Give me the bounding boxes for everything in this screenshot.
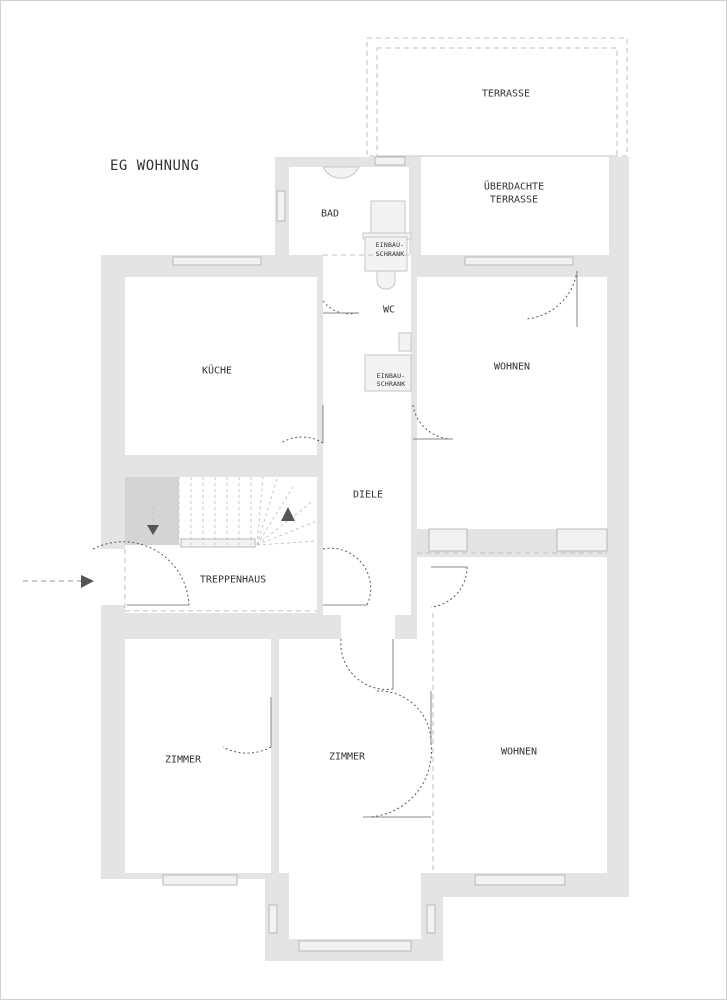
entrance-arrow-icon bbox=[81, 575, 94, 588]
stair-up-arrow-icon bbox=[281, 507, 295, 521]
plan-title: EG WOHNUNG bbox=[110, 158, 200, 174]
entrance-arrow bbox=[23, 575, 94, 588]
terrace-outline-inner bbox=[376, 47, 618, 157]
room-label-diele: DIELE bbox=[352, 489, 384, 501]
room-label-einbauschrank-2-line2: SCHRANK bbox=[376, 380, 406, 388]
windows bbox=[162, 156, 608, 952]
room-label-ueberdachte-terrasse-line1: ÜBERDACHTE bbox=[483, 181, 545, 193]
room-label-einbauschrank-2-line1: EINBAU- bbox=[376, 372, 406, 380]
room-label-terrasse: TERRASSE bbox=[481, 88, 531, 100]
staircase bbox=[125, 476, 318, 546]
room-label-einbauschrank-1-line1: EINBAU- bbox=[375, 241, 405, 249]
room-label-einbauschrank-1-line2: SCHRANK bbox=[375, 250, 405, 258]
stair-down-arrow-icon bbox=[147, 525, 159, 535]
open-boundaries bbox=[124, 254, 607, 873]
bathroom-fixtures bbox=[322, 166, 412, 392]
room-label-kueche: KÜCHE bbox=[201, 365, 233, 377]
room-label-wohnen-bottom: WOHNEN bbox=[500, 746, 538, 758]
door-swings bbox=[92, 270, 578, 818]
room-label-ueberdachte-terrasse-line2: TERRASSE bbox=[489, 194, 539, 206]
room-label-zimmer-left: ZIMMER bbox=[164, 754, 202, 766]
room-label-wohnen-top: WOHNEN bbox=[493, 361, 531, 373]
room-label-treppenhaus: TREPPENHAUS bbox=[199, 574, 267, 586]
room-label-wc: WC bbox=[382, 304, 396, 316]
room-label-zimmer-middle: ZIMMER bbox=[328, 751, 366, 763]
room-label-bad: BAD bbox=[320, 208, 340, 220]
